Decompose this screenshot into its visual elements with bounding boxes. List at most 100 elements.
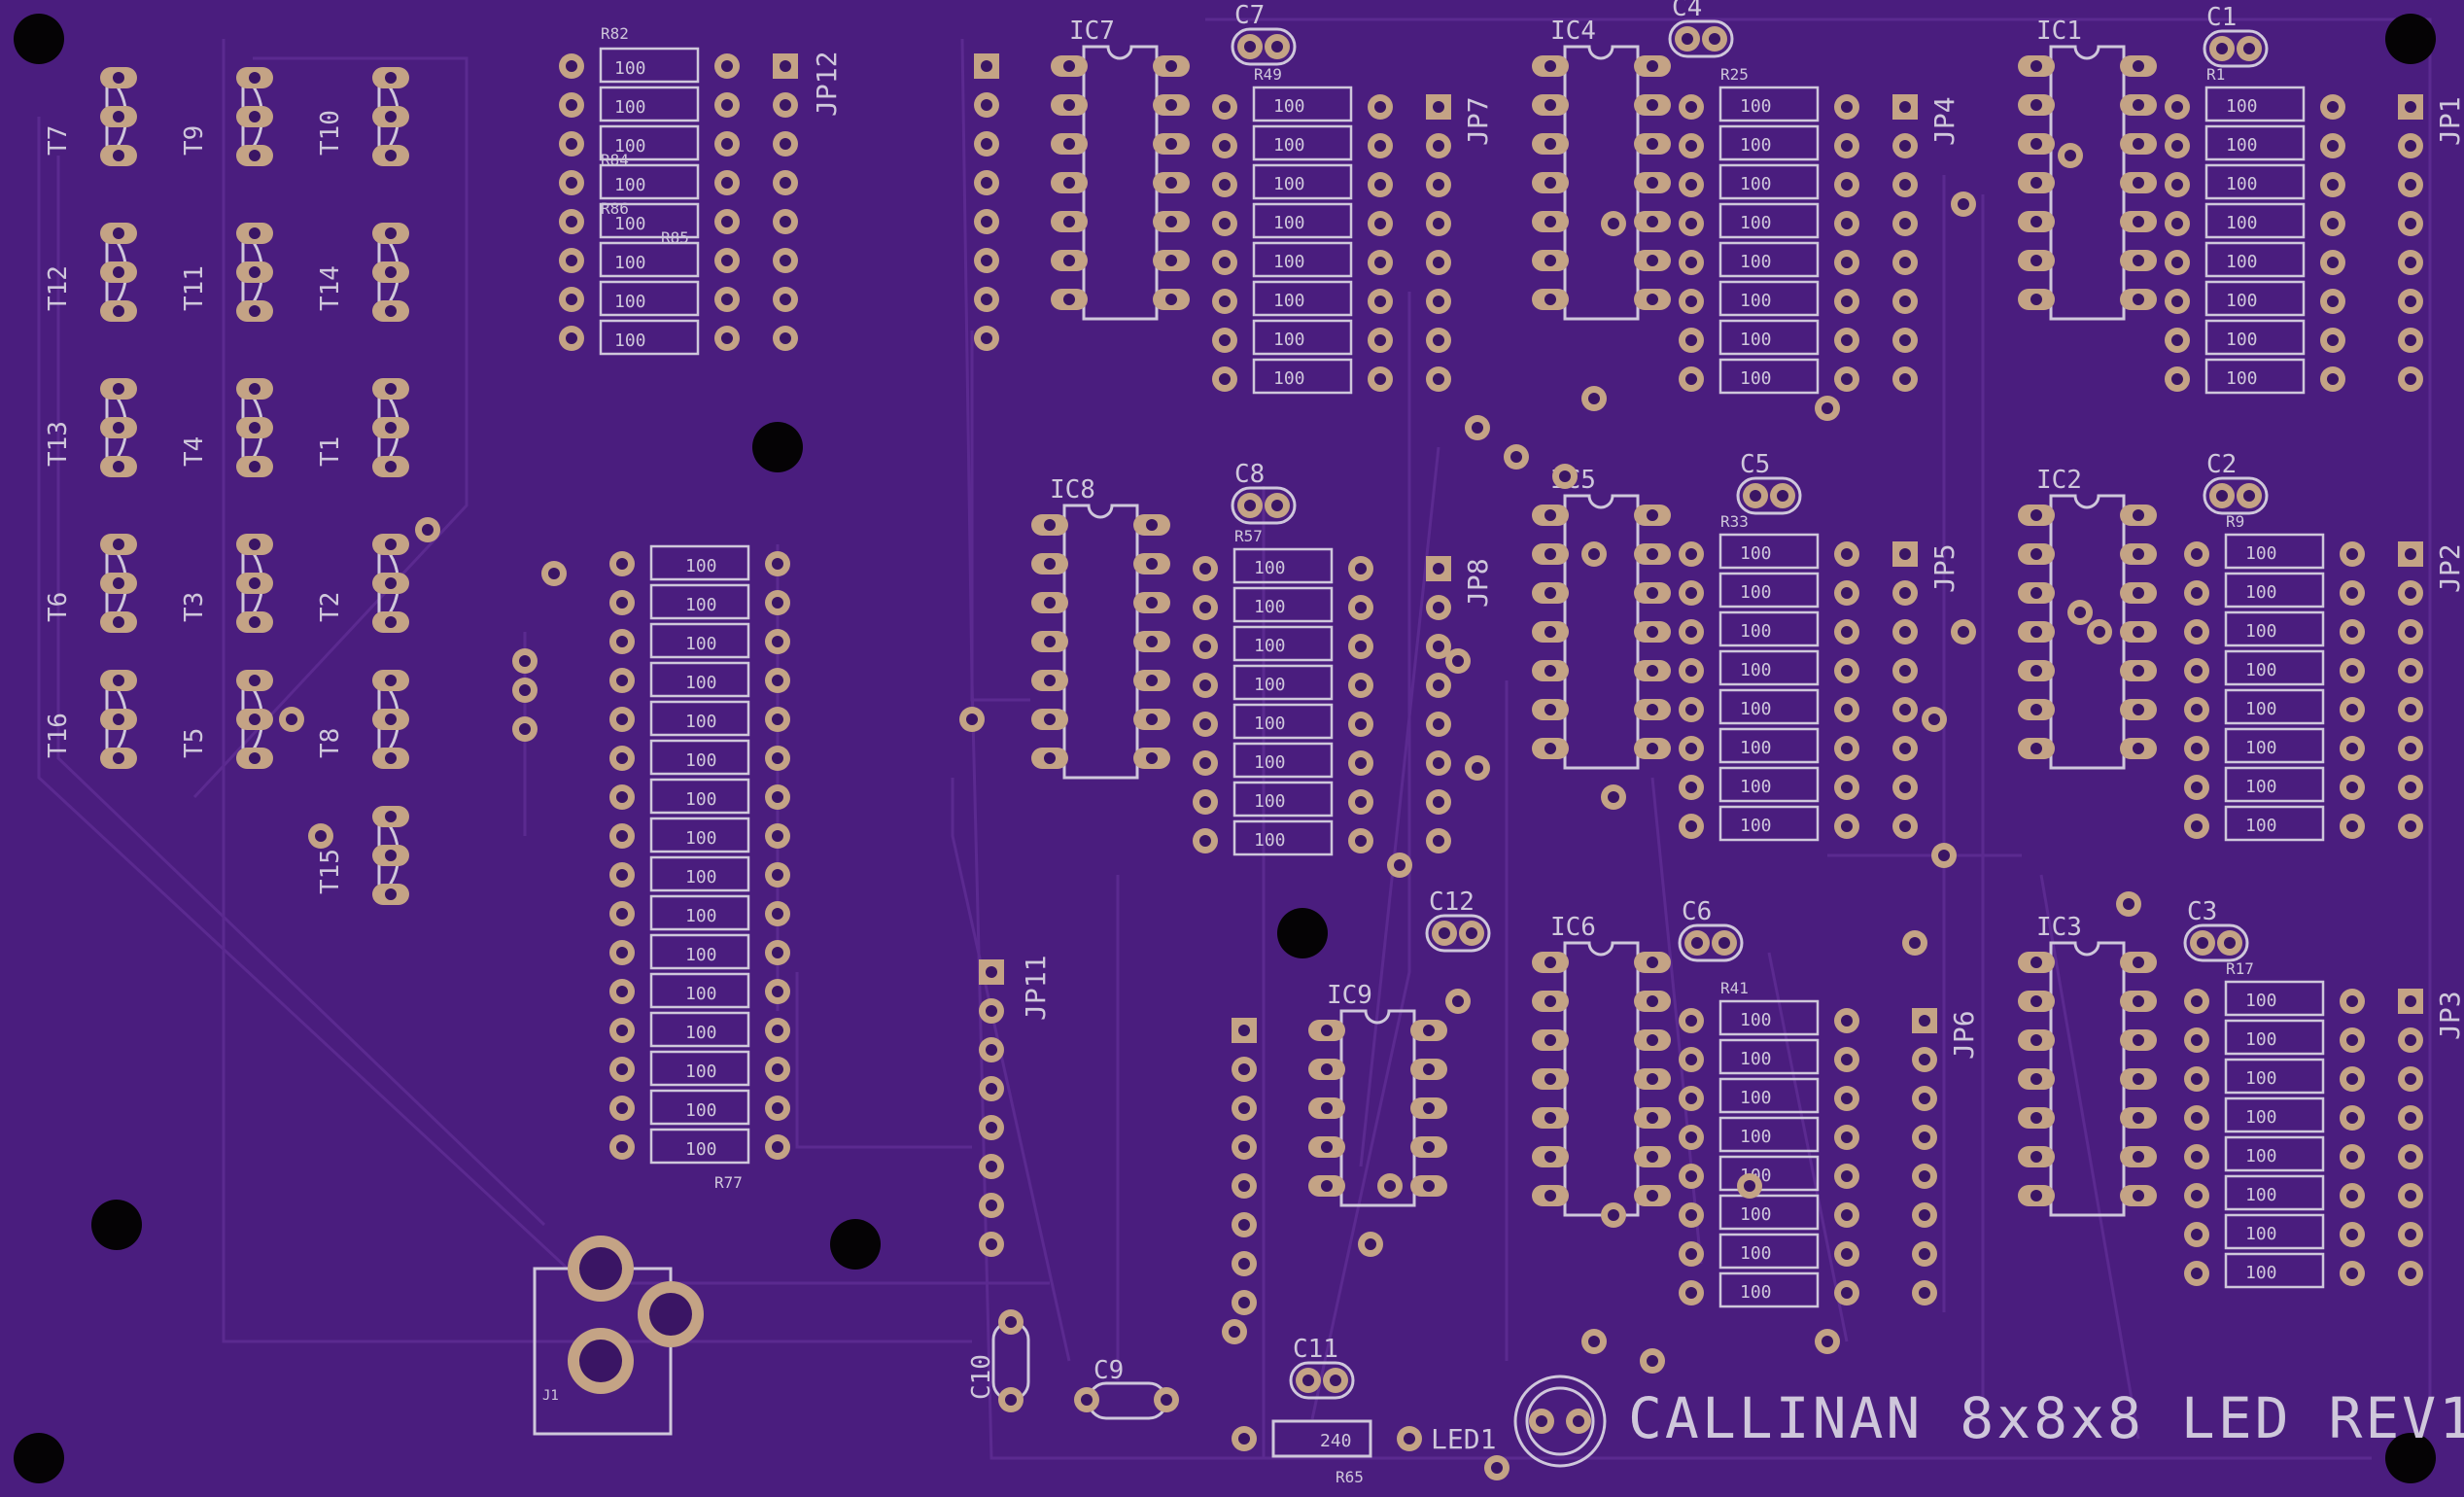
pad-hole: [616, 558, 628, 570]
pad-hole: [772, 714, 783, 725]
pad-hole: [2327, 257, 2339, 268]
resistor-value: 100: [2226, 213, 2258, 233]
pad-hole: [2216, 43, 2228, 54]
pad-hole: [2405, 1190, 2416, 1201]
resistor-body: [599, 163, 700, 200]
ic-ic6: IC6: [1532, 913, 1671, 1217]
pad-hole: [385, 111, 397, 122]
pad-hole: [1365, 1238, 1376, 1250]
pad-hole: [1355, 835, 1367, 847]
pad-hole: [1647, 60, 1658, 72]
pad-hole: [1063, 177, 1075, 189]
pad-hole: [1544, 177, 1556, 189]
capacitor-outline: [1231, 27, 1297, 66]
pad-hole: [1647, 1355, 1658, 1367]
pad-hole: [1063, 60, 1075, 72]
trace: [37, 117, 1050, 1285]
pad-hole: [1321, 1025, 1333, 1036]
pad-hole: [113, 714, 124, 725]
pad-hole: [780, 177, 791, 189]
pad-hole: [1355, 718, 1367, 730]
pad-hole: [1841, 1131, 1853, 1143]
mounting-hole: [1277, 908, 1328, 958]
pad-hole: [2133, 255, 2144, 266]
pad-hole: [780, 60, 791, 72]
pad-hole: [1919, 1170, 1930, 1182]
resistor-value: 100: [1254, 830, 1286, 851]
pad-hole: [981, 255, 992, 266]
resistor-value: 100: [685, 673, 717, 693]
ic-outline: [1339, 1009, 1416, 1207]
pad-hole: [1219, 140, 1231, 152]
resistor-body: [2224, 1174, 2325, 1211]
mounting-hole: [830, 1219, 881, 1270]
transistor-t3: T3: [180, 534, 273, 633]
resistor-body: [1718, 1077, 1820, 1114]
resistor-value: 100: [2245, 699, 2277, 719]
capacitor-c10: C10: [967, 1309, 1030, 1412]
pad-hole: [2405, 626, 2416, 638]
resistor-body: [1718, 688, 1820, 725]
capacitor-label: C12: [1429, 888, 1475, 917]
pad-hole: [2405, 782, 2416, 793]
mounting-hole: [2385, 1433, 2436, 1483]
transistor-t10: T10: [316, 67, 409, 166]
pad-hole: [2133, 995, 2144, 1007]
resistor-value: 100: [1740, 1243, 1772, 1264]
led-outline: [1513, 1375, 1607, 1468]
resistor-value: 100: [2226, 174, 2258, 194]
pad-hole: [1899, 743, 1911, 754]
pad-hole: [1384, 1180, 1396, 1192]
pad-hole: [2065, 150, 2076, 161]
resistor-value: 100: [1740, 96, 1772, 117]
pad-hole: [1005, 1316, 1017, 1328]
pad-hole: [1005, 1394, 1017, 1406]
pad-hole: [2191, 743, 2203, 754]
resistor-body: [599, 47, 700, 84]
resistor-body: [1252, 86, 1353, 122]
resistor-label: R57: [1234, 527, 1263, 545]
pad-hole: [2030, 548, 2042, 560]
resistor-value: 100: [614, 175, 646, 195]
pad-hole: [1822, 1336, 1833, 1347]
pad-hole: [1244, 41, 1256, 52]
pad-hole: [1544, 548, 1556, 560]
capacitor-c5: C5: [1736, 450, 1802, 515]
header-top-left: [974, 53, 999, 351]
pad-hole: [2327, 140, 2339, 152]
capacitor-outline: [2183, 923, 2249, 962]
pad-hole: [1302, 1375, 1314, 1386]
pad-hole: [2191, 995, 2203, 1007]
resistor-body: [649, 739, 750, 776]
ic-ic4: IC4: [1532, 17, 1671, 321]
pad-hole: [2074, 607, 2086, 618]
resistor-body: [1232, 664, 1334, 701]
resistor-label: R65: [1336, 1468, 1364, 1486]
jack-hole: [579, 1247, 622, 1290]
resistor-value: 100: [685, 867, 717, 888]
ic-outline: [2049, 494, 2126, 770]
resistor-body: [1718, 86, 1820, 122]
pad-hole: [1685, 179, 1697, 191]
pad-hole: [1750, 490, 1761, 502]
pad-hole: [1081, 1394, 1093, 1406]
capacitor-outline: [1425, 914, 1491, 953]
capacitor-label: C10: [967, 1354, 996, 1400]
resistor-value: 100: [2245, 777, 2277, 797]
resistor-value: 100: [1740, 777, 1772, 797]
pad-hole: [772, 597, 783, 609]
pad-hole: [772, 1102, 783, 1114]
pad-hole: [1238, 1141, 1250, 1153]
pad-hole: [1063, 99, 1075, 111]
transistor-t2: T2: [316, 534, 409, 633]
pad-hole: [2030, 99, 2042, 111]
pad-hole: [2191, 820, 2203, 832]
resistor-value: 100: [685, 1062, 717, 1082]
pad-hole: [1899, 704, 1911, 715]
pad-hole: [1271, 500, 1283, 511]
pad-hole: [1544, 60, 1556, 72]
pad-hole: [1238, 1219, 1250, 1231]
pad-hole: [1841, 704, 1853, 715]
resistor-value: 100: [614, 214, 646, 234]
pad-hole: [113, 539, 124, 550]
